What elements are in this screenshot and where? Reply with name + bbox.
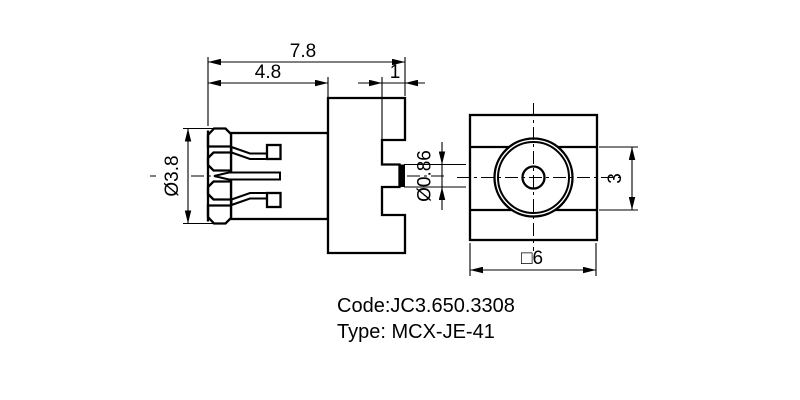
finger-hook-upper <box>265 143 282 161</box>
center-contact <box>213 171 281 181</box>
dim-text-body-length: 4.8 <box>255 62 281 83</box>
dim-text-step-height: 3 <box>605 173 626 184</box>
footer-labels: Code:JC3.650.3308 Type: MCX-JE-41 <box>337 295 515 343</box>
dimensions: 7.8 4.8 1 Ø3.8 Ø0.86 3 □6 <box>162 41 638 276</box>
rim-block-3 <box>206 180 233 201</box>
rim-block-2 <box>206 151 233 172</box>
rim-block-1 <box>206 127 233 148</box>
dim-text-flange-width: 1 <box>390 62 401 83</box>
dim-text-pin-diameter: Ø0.86 <box>415 150 436 202</box>
finger-hook-lower <box>265 191 282 209</box>
pin-end-cap <box>399 164 405 187</box>
dim-text-overall-length: 7.8 <box>290 41 316 62</box>
dim-text-interface-diameter: Ø3.8 <box>162 155 183 196</box>
dim-text-square-size: □6 <box>521 248 543 269</box>
extension-lines <box>183 57 638 276</box>
code-label: Code:JC3.650.3308 <box>337 295 515 317</box>
side-view <box>150 96 446 255</box>
front-view <box>457 103 621 251</box>
rim-block-4 <box>206 204 233 225</box>
mount-body <box>326 96 407 255</box>
type-label: Type: MCX-JE-41 <box>337 321 495 343</box>
